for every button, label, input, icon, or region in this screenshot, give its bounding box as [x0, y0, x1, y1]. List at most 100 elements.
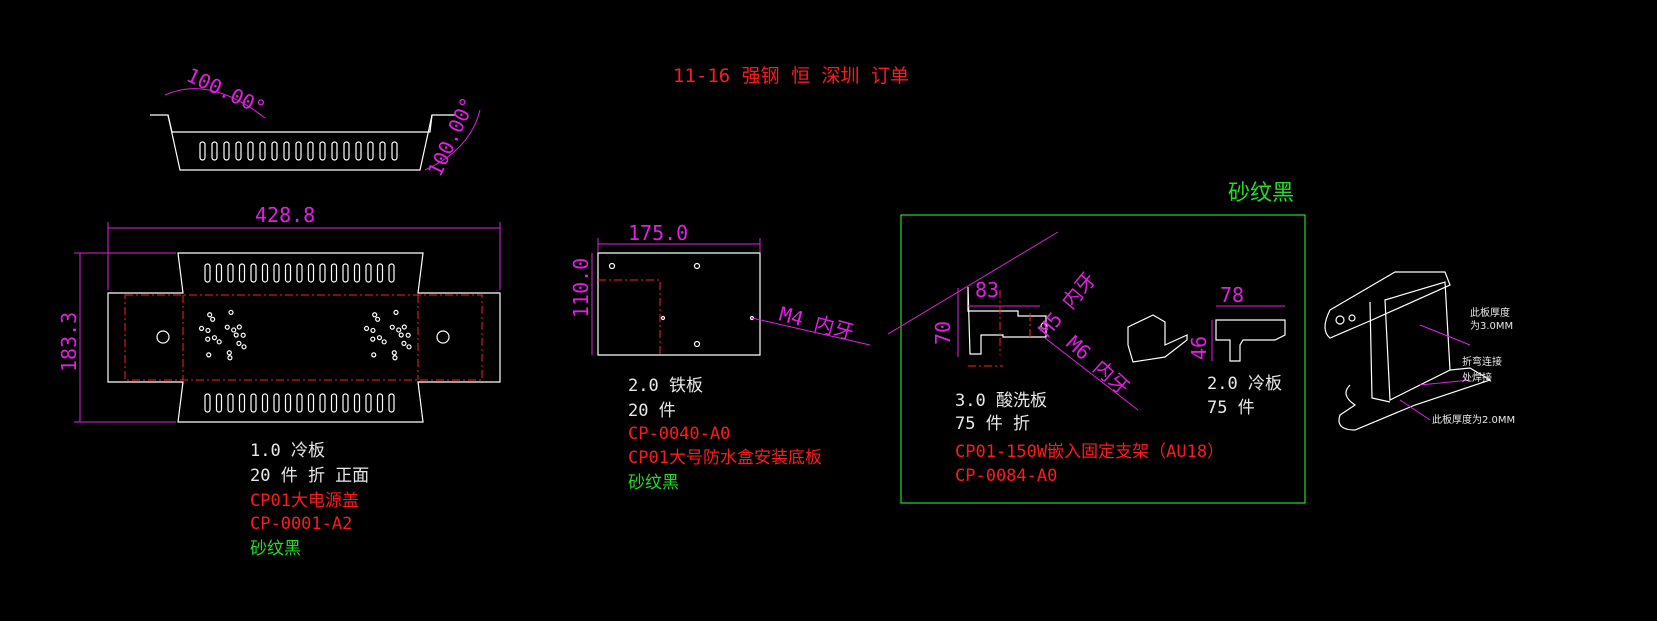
- slot: [367, 141, 374, 161]
- vent-hole: [240, 332, 246, 338]
- vent-hole: [205, 336, 211, 342]
- vent-hole: [393, 309, 399, 316]
- vent-hole: [381, 339, 387, 345]
- vent-hole: [372, 312, 378, 318]
- part2-labels: 2.0 铁板 20 件 CP-0040-A0 CP01大号防水盒安装底板 砂纹黑: [628, 376, 822, 493]
- slot: [283, 141, 290, 161]
- vent-hole: [376, 335, 383, 341]
- note-thickness-2mm: 此板厚度为2.0MM: [1432, 413, 1515, 426]
- height-dimension: 70: [931, 321, 955, 345]
- vent-hole: [370, 336, 376, 342]
- vent-hole: [396, 327, 402, 333]
- slot: [259, 141, 266, 161]
- angle-dimension-2: 100.00°: [423, 94, 480, 181]
- vent-hole: [226, 350, 232, 356]
- vent-hole: [198, 325, 205, 332]
- vent-hole: [236, 324, 242, 330]
- slot: [199, 141, 206, 161]
- slot: [307, 141, 314, 161]
- width-dimension: 175.0: [628, 221, 688, 245]
- height-dimension: 46: [1187, 336, 1211, 360]
- slot: [223, 141, 230, 161]
- part-name: CP01-150W嵌入固定支架（AU18）: [955, 442, 1224, 462]
- part3-view: 83 70 M5 内牙 M6 内牙: [887, 231, 1188, 411]
- quantity: 75 件 折: [955, 414, 1030, 434]
- thread-note-2: M6 内牙: [1062, 331, 1135, 400]
- finish: 砂纹黑: [628, 473, 679, 493]
- slot: [273, 393, 280, 413]
- slot: [388, 393, 395, 413]
- vent-hole: [392, 355, 398, 361]
- slot: [355, 141, 362, 161]
- vent-hole: [371, 352, 377, 358]
- note-thickness-3mm-value: 为3.0MM: [1470, 320, 1513, 332]
- vent-hole: [227, 355, 233, 361]
- note-thickness-3mm: 此板厚度: [1470, 306, 1510, 319]
- note-weld-2: 处焊接: [1462, 371, 1492, 384]
- slot: [250, 393, 257, 413]
- vent-hole: [389, 324, 395, 330]
- material: 1.0 冷板: [250, 441, 325, 461]
- slot: [295, 141, 302, 161]
- part2-view: 175.0 110.0 M4 内牙: [569, 221, 871, 356]
- part-code: CP-0084-A0: [955, 466, 1057, 486]
- finish: 砂纹黑: [250, 539, 301, 559]
- slot: [247, 141, 254, 161]
- slot: [353, 393, 361, 413]
- slot: [353, 263, 361, 283]
- slot: [307, 393, 315, 413]
- height-dimension: 183.3: [57, 312, 81, 372]
- vent-hole: [406, 344, 412, 350]
- vent-hole: [224, 324, 230, 330]
- slot: [365, 393, 372, 413]
- slot: [227, 393, 234, 413]
- slot: [376, 393, 384, 413]
- slot: [204, 263, 211, 283]
- vent-hole: [216, 339, 222, 345]
- slot: [331, 141, 338, 161]
- slot: [211, 141, 218, 161]
- vent-hole: [228, 309, 234, 316]
- slot: [261, 263, 269, 283]
- note-weld: 折弯连接: [1462, 355, 1502, 368]
- finish-group-frame: [900, 214, 1306, 504]
- slot: [296, 393, 303, 413]
- vent-hole: [241, 344, 247, 350]
- vent-hole: [207, 312, 213, 318]
- part1-labels: 1.0 冷板 20 件 折 正面 CP01大电源盖 CP-0001-A2 砂纹黑: [250, 441, 369, 559]
- slot: [376, 263, 384, 283]
- slot: [307, 263, 315, 283]
- slot: [319, 393, 326, 413]
- material: 2.0 铁板: [628, 376, 703, 396]
- vent-hole: [391, 350, 397, 356]
- slot: [342, 393, 349, 413]
- slot: [365, 263, 372, 283]
- part3-labels: 3.0 酸洗板 75 件 折 CP01-150W嵌入固定支架（AU18） CP-…: [955, 391, 1224, 486]
- angle-dimension-1: 100.00°: [183, 63, 270, 120]
- vent-hole: [233, 332, 239, 338]
- width-dimension: 78: [1220, 283, 1244, 307]
- slot: [330, 393, 338, 413]
- width-dimension: 428.8: [255, 203, 315, 227]
- slot: [227, 263, 234, 283]
- part-code: CP-0001-A2: [250, 514, 352, 534]
- quantity: 20 件: [628, 401, 676, 421]
- vent-hole: [405, 332, 411, 338]
- slot: [215, 263, 223, 283]
- part4-view: 78 46 2.0 冷板 75 件: [1187, 283, 1286, 418]
- slot: [296, 263, 303, 283]
- vent-hole: [375, 316, 381, 322]
- slot: [204, 393, 211, 413]
- slot: [284, 263, 292, 283]
- group-finish: 砂纹黑: [1228, 181, 1294, 206]
- part-code: CP-0040-A0: [628, 424, 730, 444]
- slot: [273, 263, 280, 283]
- vent-hole: [363, 325, 370, 332]
- slot: [388, 263, 395, 283]
- slot: [238, 263, 246, 283]
- part-name: CP01大电源盖: [250, 491, 359, 511]
- vent-hole: [206, 352, 212, 358]
- drawing-title: 11-16 强钢 恒 深圳 订单: [673, 65, 909, 87]
- thread-note: M4 内牙: [777, 302, 857, 345]
